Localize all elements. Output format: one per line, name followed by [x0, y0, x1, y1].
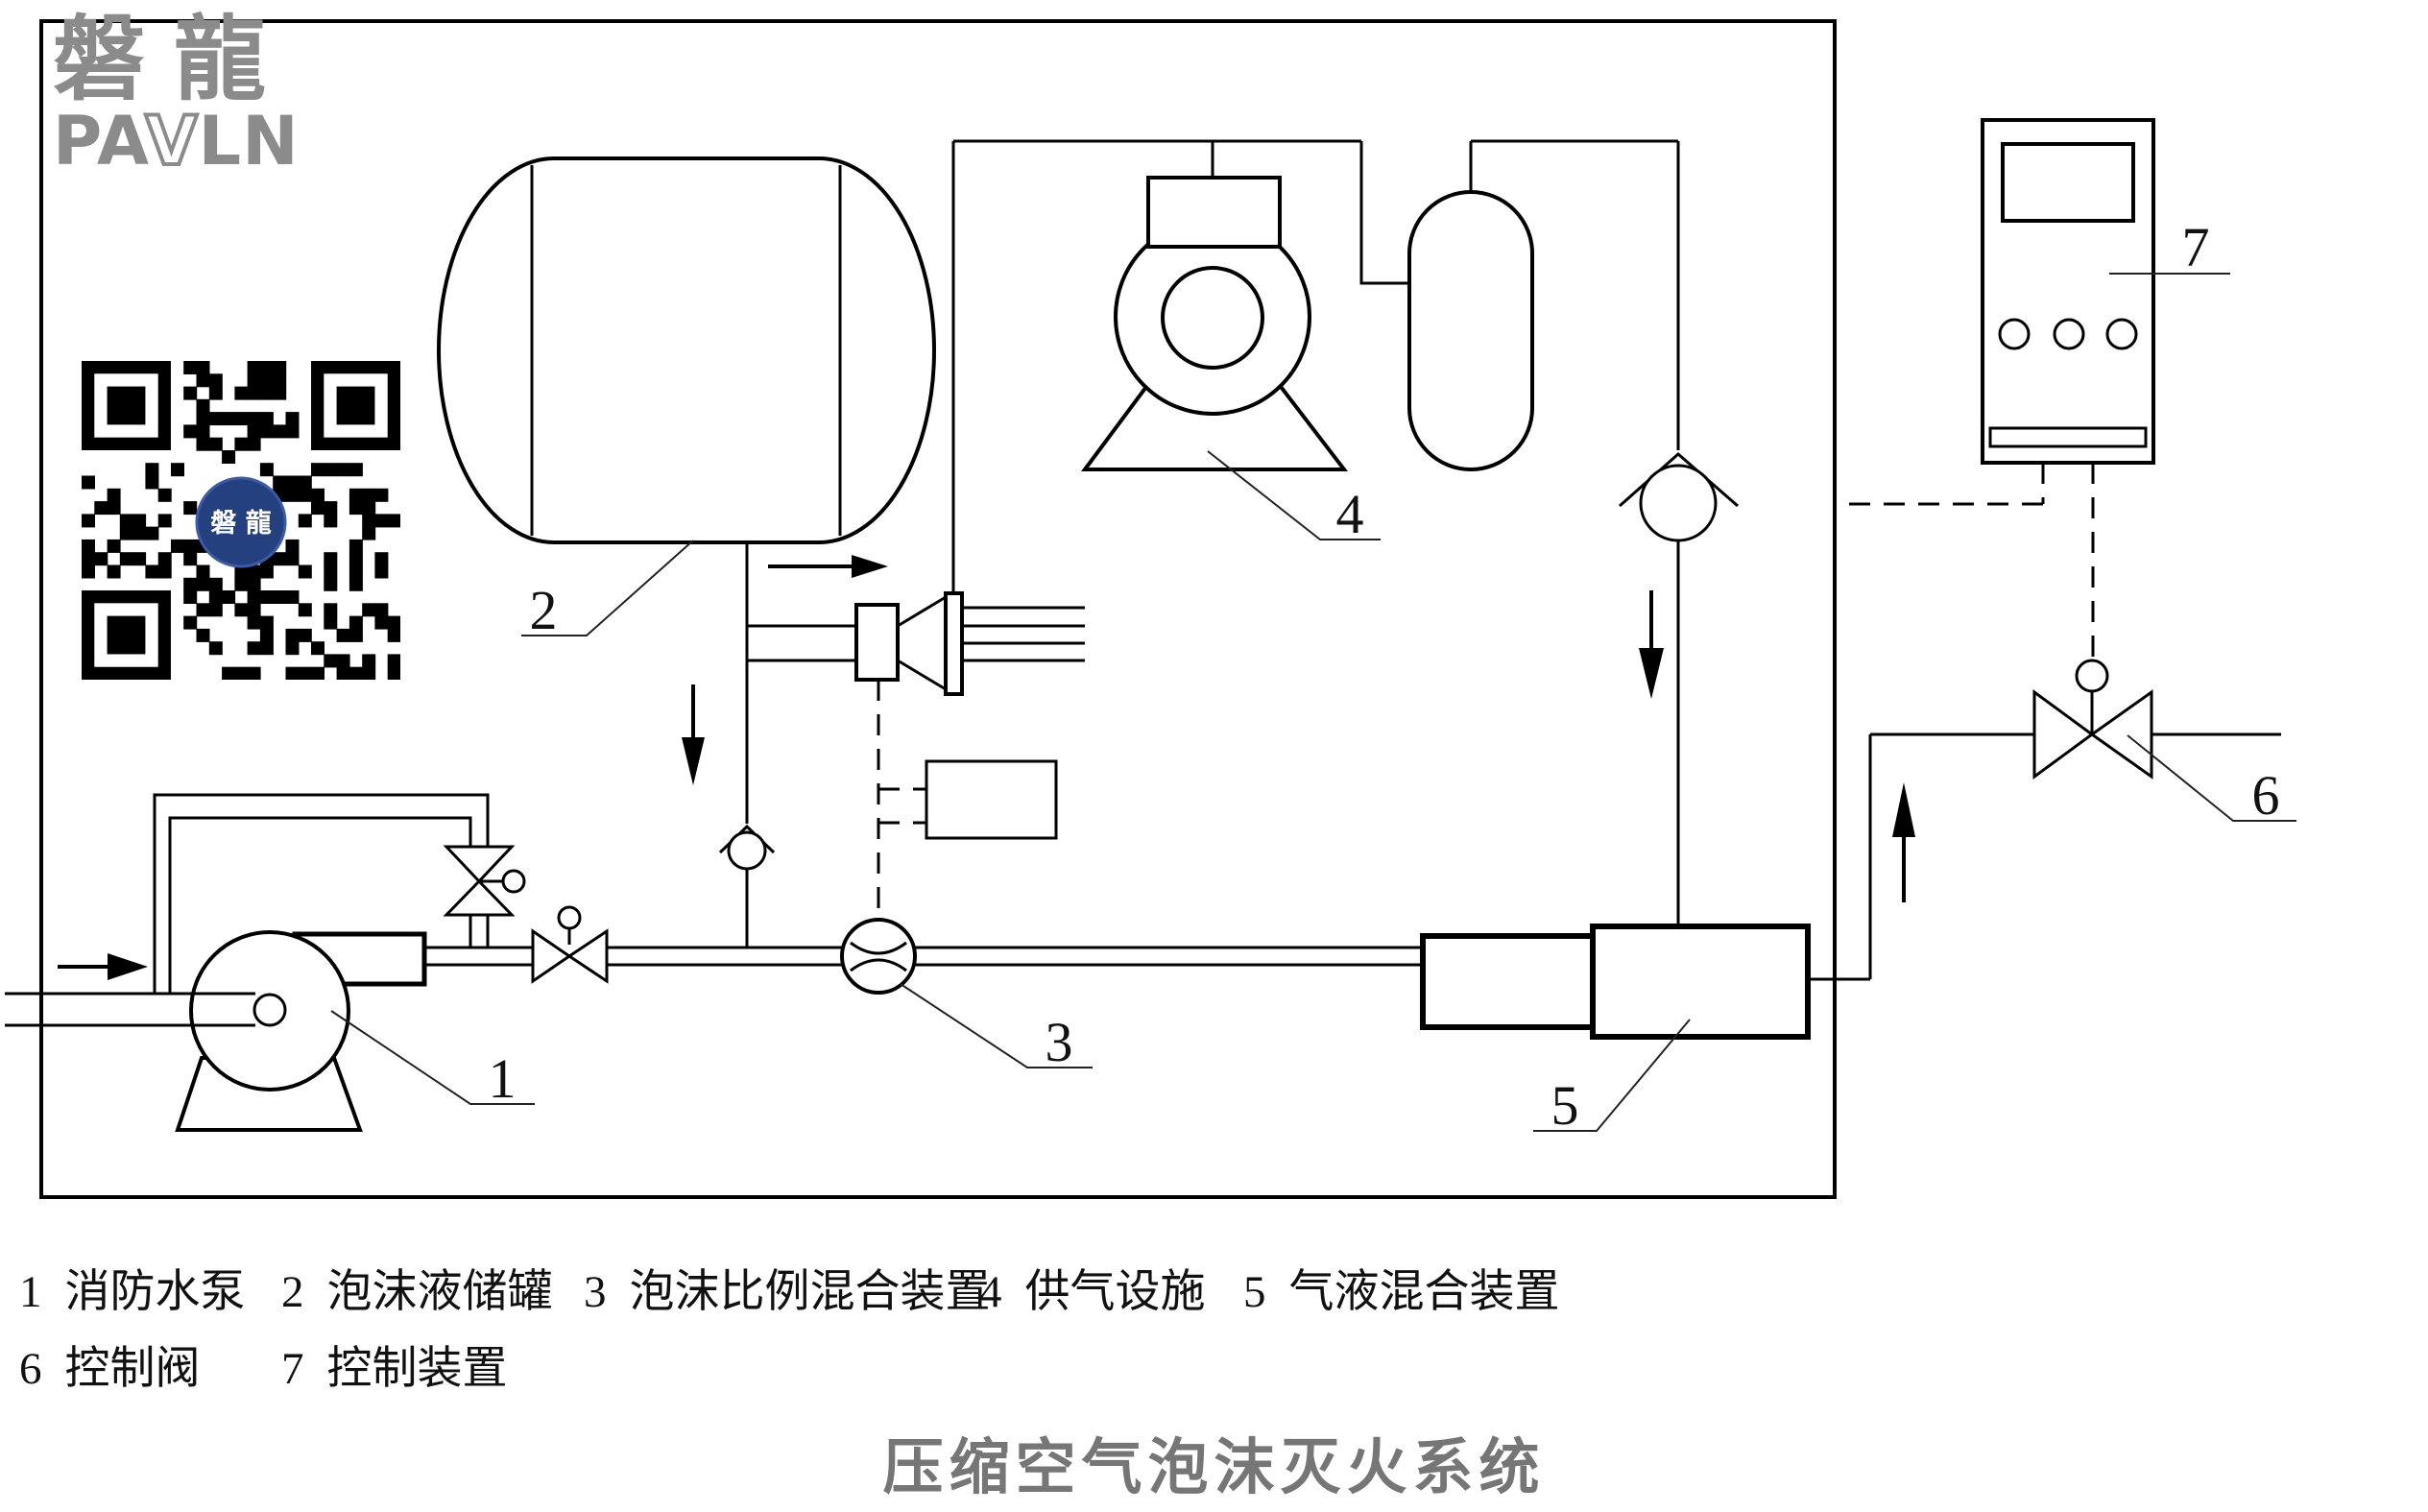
control-device-button-3 [2105, 318, 2138, 350]
pump-hub [252, 993, 287, 1027]
legend-label-1: 消防水泵 [64, 1267, 246, 1317]
brand-logo-latin: PAVLN [53, 106, 300, 177]
page-title: 压缩空气泡沫灭火系统 [882, 1434, 1546, 1501]
eductor-body [854, 603, 900, 682]
foam-tank-weld-lines [530, 165, 842, 536]
callout-label-4: 4 [1336, 483, 1364, 545]
eductor-tubes [962, 606, 1085, 662]
legend-item-3: 3 泡沫比例混合装置 [584, 1254, 991, 1320]
legend-item-6: 6 控制阀 [19, 1331, 201, 1397]
air-flow-arrow-down [1639, 590, 1664, 699]
pilot-box [925, 759, 1058, 840]
inlet-flow-arrow [58, 953, 148, 980]
legend-label-4: 供气设施 [1024, 1267, 1206, 1317]
control-valve-actuator [2075, 659, 2109, 693]
eductor [854, 591, 1085, 696]
legend-item-4: 4 供气设施 [979, 1254, 1206, 1320]
callout-leader-4 [1207, 450, 1381, 540]
control-device-screen [2001, 142, 2135, 223]
bypass-valve-handwheel [501, 869, 526, 894]
callout-leader-1 [330, 1010, 535, 1105]
callout-leader-6 [2127, 734, 2296, 822]
proportioner [840, 918, 917, 995]
legend-num-4: 4 [979, 1267, 1002, 1317]
legend-label-7: 控制装置 [326, 1344, 508, 1394]
eductor-flange [944, 591, 964, 696]
control-device [1981, 118, 2155, 465]
air-check-valve [1619, 452, 1739, 542]
logo-part-pa: PA [53, 102, 146, 180]
qr-finder-patterns [82, 361, 400, 680]
qr-center-badge [195, 476, 287, 568]
legend-num-7: 7 [281, 1344, 304, 1394]
legend-label-2: 泡沫液储罐 [326, 1267, 553, 1317]
legend-label-3: 泡沫比例混合装置 [629, 1267, 991, 1317]
logo-part-ln: LN [198, 102, 300, 180]
mixing-device-inlet-section [1420, 933, 1596, 1030]
legend-num-6: 6 [19, 1344, 42, 1394]
legend-num-2: 2 [281, 1267, 304, 1317]
legend-item-1: 1 消防水泵 [19, 1254, 246, 1320]
control-device-button-1 [1998, 318, 2031, 350]
mixing-device [1420, 924, 1811, 1040]
callout-leader-5 [1533, 1019, 1691, 1132]
discharge-gate-valve [531, 905, 609, 984]
legend-num-1: 1 [19, 1267, 42, 1317]
enclosure-border [39, 19, 1837, 1199]
callout-label-5: 5 [1551, 1074, 1579, 1137]
outlet-riser-pipe [1808, 734, 1872, 981]
legend-num-5: 5 [1243, 1267, 1266, 1317]
outlet-flow-arrow-up [1892, 782, 1915, 902]
callout-leader-3 [900, 983, 1093, 1068]
callout-label-3: 3 [1046, 1011, 1073, 1073]
suction-pipe [5, 992, 255, 1027]
legend-item-2: 2 泡沫液储罐 [281, 1254, 553, 1320]
eductor-feed-branches [747, 624, 856, 662]
tank-flow-arrow-right [768, 555, 888, 578]
gas-cylinder [1407, 190, 1534, 471]
qr-center-label: 磐 龍 [210, 508, 271, 539]
control-device-slot [1988, 426, 2148, 448]
tank-flow-arrow-down [682, 684, 705, 785]
eductor-cone [897, 595, 947, 691]
signal-line-to-enclosure [1835, 463, 2045, 506]
discharge-pipe [424, 946, 533, 967]
callout-leaders [330, 273, 2296, 1132]
mixing-device-chamber [1590, 924, 1811, 1040]
callout-label-6: 6 [2252, 764, 2280, 827]
bypass-valve [443, 845, 526, 917]
brand-logo-cn: 磐龍 [53, 6, 295, 113]
compressor-outlet-pipe [951, 139, 1409, 593]
air-compressor [1081, 176, 1349, 471]
gate-valve-handwheel [557, 905, 582, 930]
callout-leader-2 [521, 540, 694, 636]
main-pipe [607, 946, 1423, 967]
legend-label-5: 气液混合装置 [1288, 1267, 1560, 1317]
legend-item-7: 7 控制装置 [281, 1331, 508, 1397]
proportioner-control-dashed-lines [877, 680, 926, 918]
qr-code: 磐 龍 [82, 361, 401, 681]
logo-part-v: V [143, 102, 199, 180]
brand-logo: 磐龍 PAVLN [53, 6, 300, 177]
legend-item-5: 5 气液混合装置 [1243, 1254, 1560, 1320]
callout-label-7: 7 [2182, 216, 2210, 278]
fire-pump [5, 930, 427, 1132]
legend-num-3: 3 [584, 1267, 607, 1317]
foam-tank [437, 156, 936, 544]
legend-label-6: 控制阀 [64, 1344, 201, 1394]
control-valve [2032, 659, 2153, 780]
callout-label-1: 1 [489, 1047, 517, 1110]
bypass-loop-pipe [153, 793, 490, 994]
compressor-inlet [1161, 266, 1264, 370]
air-supply-pipe [1469, 139, 1680, 450]
control-signal-lines [1835, 463, 2095, 660]
control-device-button-2 [2053, 318, 2085, 350]
callout-label-2: 2 [530, 579, 558, 641]
foam-tank-shell [437, 156, 936, 544]
foam-check-valve [718, 824, 776, 871]
compressor-head [1146, 176, 1282, 249]
